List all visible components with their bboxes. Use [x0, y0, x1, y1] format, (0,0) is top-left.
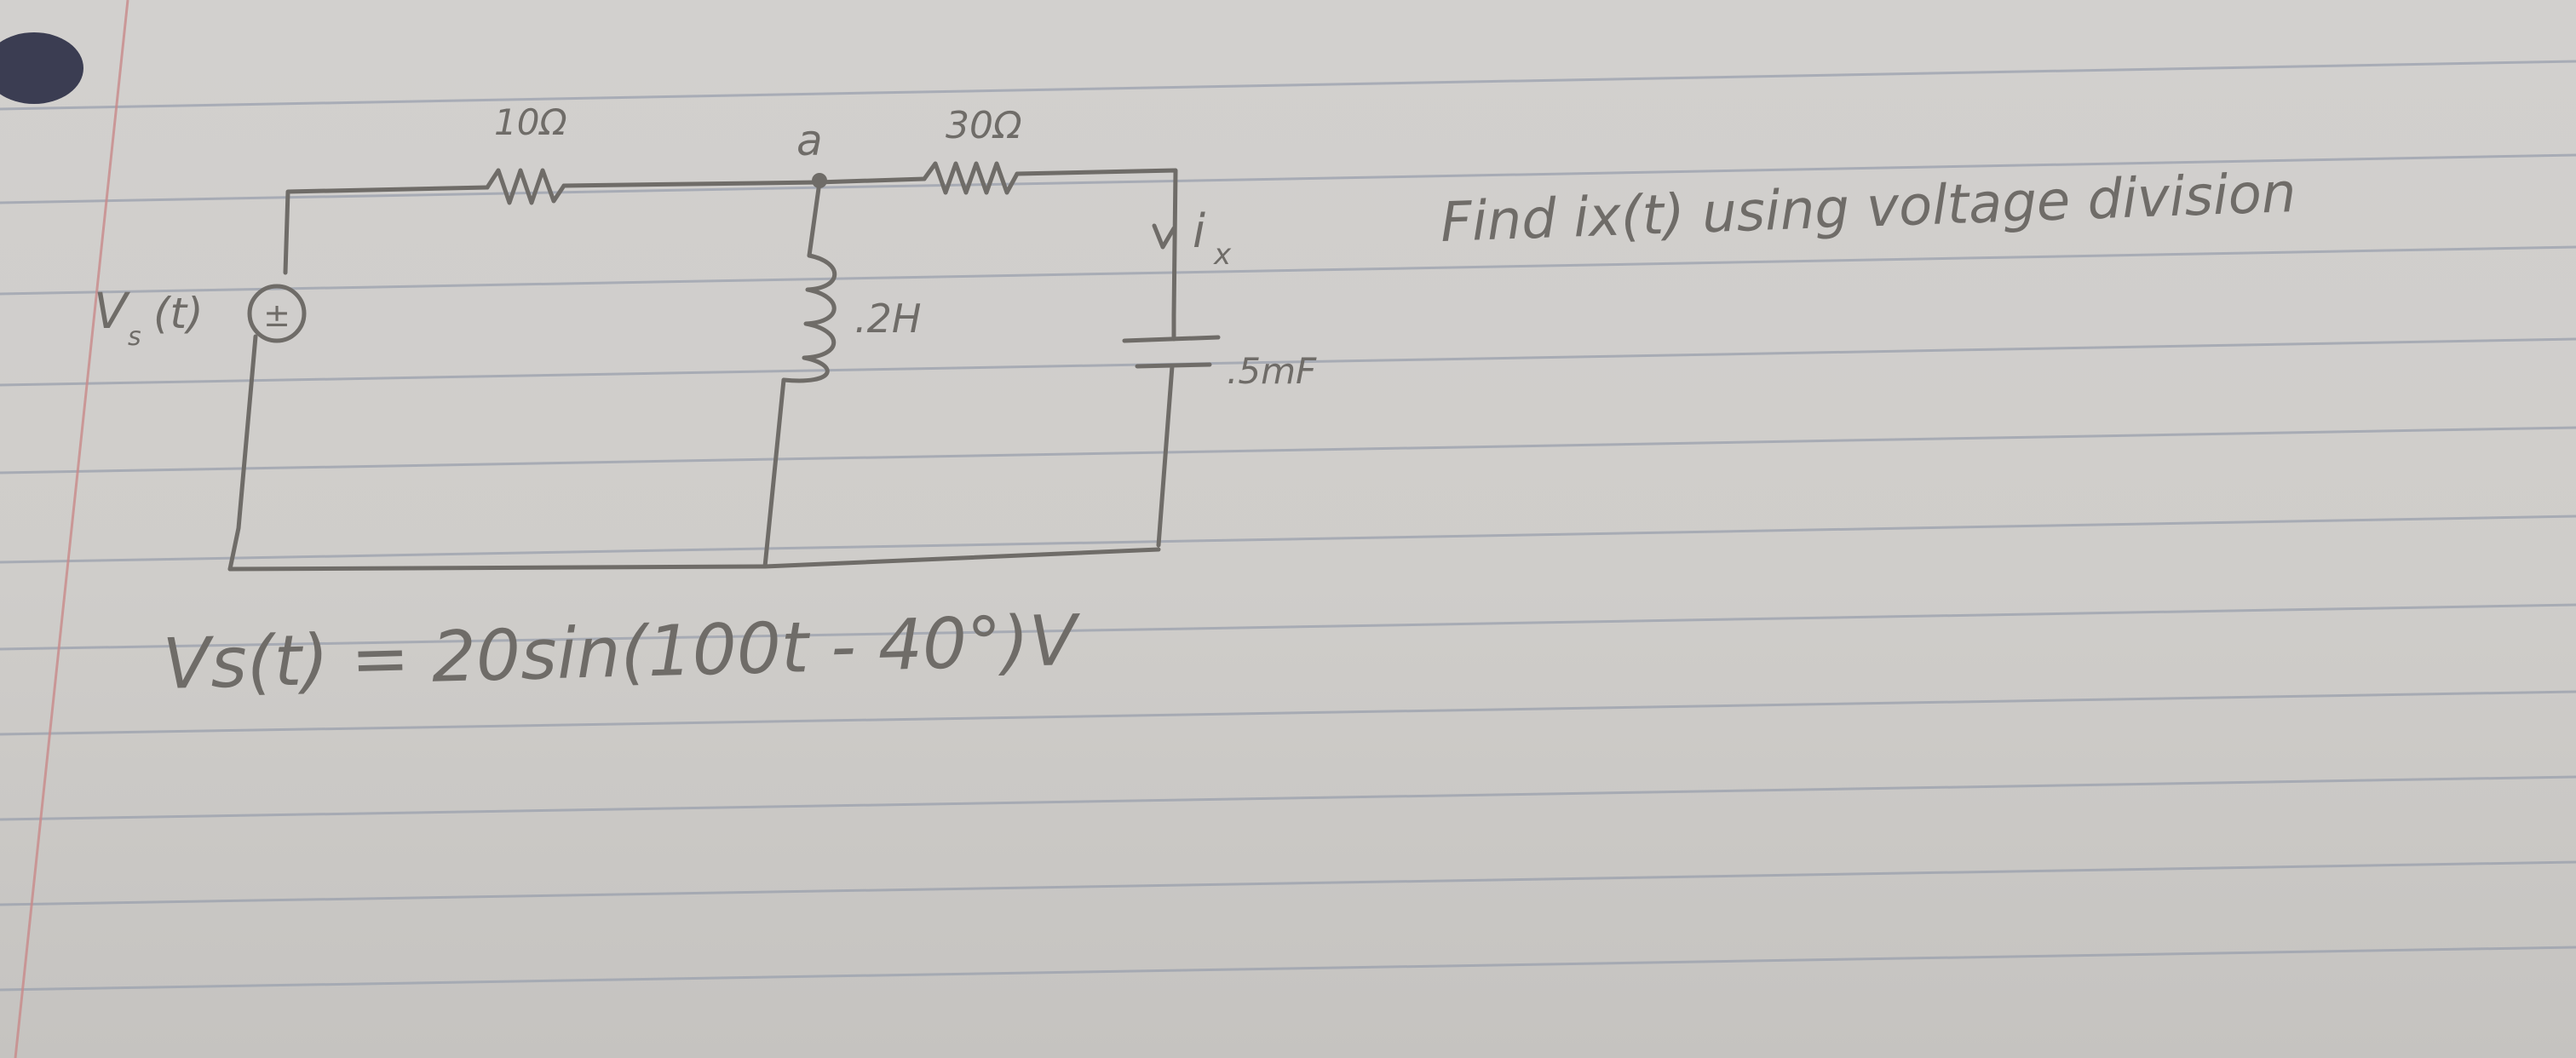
label-node-a: a [796, 116, 823, 165]
wire-cap-down [1156, 313, 1176, 548]
resistor-30-ohm [922, 161, 1020, 195]
label-source-arg: (t) [153, 289, 204, 338]
current-arrow [1152, 223, 1176, 250]
wire-source-down [227, 334, 258, 572]
capacitor-top-plate [1122, 335, 1221, 343]
margin-line [14, 0, 129, 1058]
label-current: i [1193, 204, 1205, 258]
inductor-coil [781, 253, 837, 383]
wire-a-to-r2 [815, 176, 927, 185]
label-r1: 10Ω [494, 101, 567, 143]
voltage-source-symbol: ± [263, 296, 290, 334]
wire-inductor-down [762, 377, 786, 569]
label-source-sub: s [128, 322, 141, 352]
punch-hole [0, 32, 83, 104]
label-current-sub: x [1213, 238, 1232, 272]
wire-to-node-a [561, 180, 820, 188]
wire-bottom [227, 547, 1161, 572]
resistor-10-ohm [485, 168, 566, 205]
label-r2: 30Ω [946, 104, 1022, 147]
node-a-dot [812, 173, 827, 188]
label-capacitor: .5mF [1227, 350, 1317, 392]
wire-a-down [807, 180, 822, 258]
label-source: V [94, 282, 131, 340]
label-inductor: .2H [854, 296, 921, 342]
voltage-source-circle [247, 284, 307, 343]
wire-top-left [283, 185, 490, 275]
wire-top-right [1015, 168, 1178, 318]
